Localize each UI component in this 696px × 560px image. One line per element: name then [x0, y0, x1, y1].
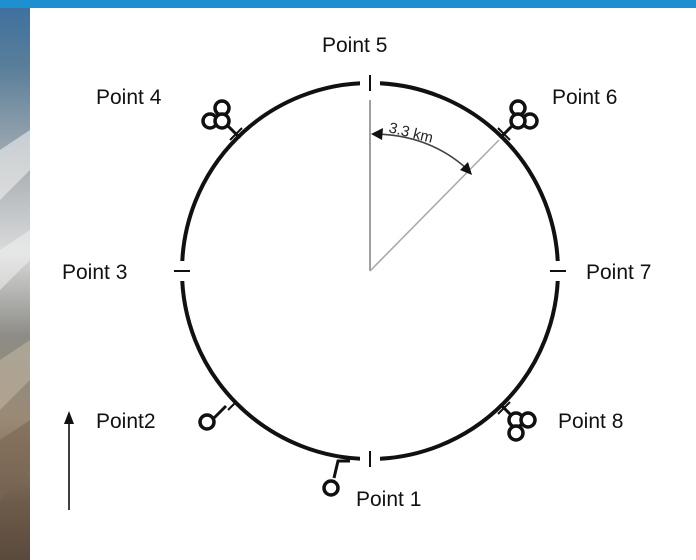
- header-band: [0, 0, 696, 8]
- radius-distance-label: 3.3 km: [387, 119, 435, 146]
- sensor-cluster-p6: [509, 99, 539, 130]
- label-point-5: Point 5: [322, 34, 387, 57]
- label-point-7: Point 7: [586, 261, 651, 284]
- label-point-1: Point 1: [356, 488, 421, 511]
- connector-hatches: [229, 127, 511, 415]
- arrowhead-right: [460, 162, 472, 175]
- label-point-4: Point 4: [96, 86, 162, 109]
- sensor-cluster-p8: [507, 411, 537, 442]
- distance-arc: [377, 133, 467, 169]
- aerial-photo-strip: [0, 0, 30, 560]
- diagram-panel: Point 5 Point 4 Point 6 Point 3 Point 7 …: [30, 8, 696, 560]
- label-point-3: Point 3: [62, 261, 127, 284]
- label-point-2: Point2: [96, 410, 156, 433]
- sensor-cluster-p4: [201, 99, 231, 130]
- sensor-p1: [322, 479, 340, 497]
- measurement-ring-diagram: Point 5 Point 4 Point 6 Point 3 Point 7 …: [62, 34, 651, 511]
- label-point-8: Point 8: [558, 410, 623, 433]
- arrowhead-left: [371, 128, 383, 140]
- ring-ticks: [174, 75, 566, 467]
- north-arrow: [64, 411, 74, 510]
- sensor-p2: [198, 413, 216, 431]
- radius-diagonal: [369, 139, 500, 272]
- label-point-6: Point 6: [552, 86, 617, 109]
